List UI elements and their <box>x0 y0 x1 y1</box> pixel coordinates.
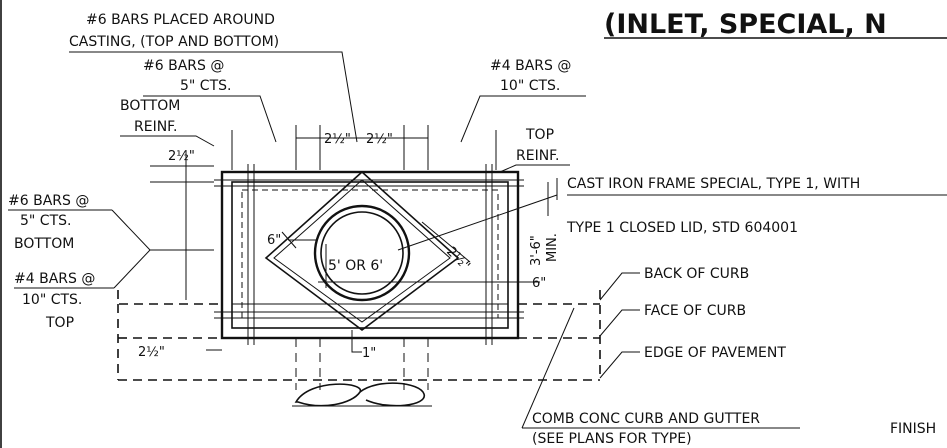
label-top-reinf-line1: TOP <box>525 127 554 143</box>
dim-two-half-b: 2½" <box>366 132 393 147</box>
label-min-height-line1: 3'-6" <box>529 235 544 266</box>
leader-top-reinf <box>499 164 570 173</box>
label-bars6-top-line2: 5" CTS. <box>180 78 231 94</box>
leader-face-of-curb <box>599 309 640 337</box>
diamond-bars-outer <box>264 170 460 331</box>
leader-left-bars4 <box>113 249 151 289</box>
label-back-of-curb: BACK OF CURB <box>644 266 749 282</box>
label-bottom-reinf-line2: REINF. <box>134 119 177 135</box>
dim-two-half-left: 2½" <box>168 149 195 164</box>
dim-two-half-bottom: 2½" <box>138 345 165 360</box>
dim-six-left: 6" <box>267 233 281 248</box>
label-bottom-reinf-line1: BOTTOM <box>120 98 180 114</box>
label-left-bars6-line2: 5" CTS. <box>20 213 71 229</box>
leader-bars4-top <box>460 95 586 143</box>
leader-bars6-top <box>143 95 277 143</box>
diamond-bars-inner <box>273 179 451 323</box>
leader-comb <box>521 307 575 429</box>
label-left-bars6-line3: BOTTOM <box>14 236 74 252</box>
dim-six-left-tick <box>281 231 297 249</box>
inlet-outer-wall <box>220 170 520 340</box>
label-bars4-top-line1: #4 BARS @ <box>490 58 571 74</box>
dim-one-inch: 1" <box>362 346 376 361</box>
label-face-of-curb: FACE OF CURB <box>644 303 746 319</box>
label-left-bars4-line2: 10" CTS. <box>22 292 82 308</box>
back-of-curb-left <box>117 290 222 305</box>
dim-one-inch-leader <box>351 330 362 353</box>
break-symbol-right <box>359 382 425 407</box>
dim-two-half-a: 2½" <box>324 132 351 147</box>
leader-bars-around-casting <box>69 51 358 143</box>
leader-bottom-reinf <box>120 135 215 147</box>
break-symbol-left <box>294 383 361 407</box>
leader-frame <box>397 194 558 251</box>
label-top-reinf-line2: REINF. <box>516 148 559 164</box>
label-finish: FINISH <box>890 421 936 437</box>
inlet-inner-wall <box>231 181 509 329</box>
drawing-title: (INLET, SPECIAL, N <box>604 9 887 40</box>
label-left-bars4-line3: TOP <box>45 315 74 331</box>
label-bars6-top-line1: #6 BARS @ <box>143 58 224 74</box>
label-bars-around-casting-line2: CASTING, (TOP AND BOTTOM) <box>69 34 279 50</box>
label-left-bars4-line1: #4 BARS @ <box>14 271 95 287</box>
leader-left-bars6 <box>111 209 214 251</box>
leader-edge-of-pavement <box>599 351 640 379</box>
casting-circle-inner <box>320 211 404 295</box>
label-bars-around-casting-line1: #6 BARS PLACED AROUND <box>86 12 275 28</box>
dim-six-right: 6" <box>532 276 546 291</box>
label-bars4-top-line2: 10" CTS. <box>500 78 560 94</box>
label-min-height-line2: MIN. <box>545 233 560 262</box>
label-left-bars6-line1: #6 BARS @ <box>8 193 89 209</box>
label-frame-line1: CAST IRON FRAME SPECIAL, TYPE 1, WITH <box>567 176 860 192</box>
label-comb-line1: COMB CONC CURB AND GUTTER <box>532 411 760 427</box>
label-frame-line2: TYPE 1 CLOSED LID, STD 604001 <box>566 220 798 236</box>
dim-diag-line <box>421 221 471 263</box>
label-comb-line2: (SEE PLANS FOR TYPE) <box>532 431 692 447</box>
casting-circle-outer <box>313 204 411 302</box>
label-edge-of-pavement: EDGE OF PAVEMENT <box>644 345 786 361</box>
leader-back-of-curb <box>599 272 640 301</box>
label-diameter: 5' OR 6' <box>328 258 383 274</box>
